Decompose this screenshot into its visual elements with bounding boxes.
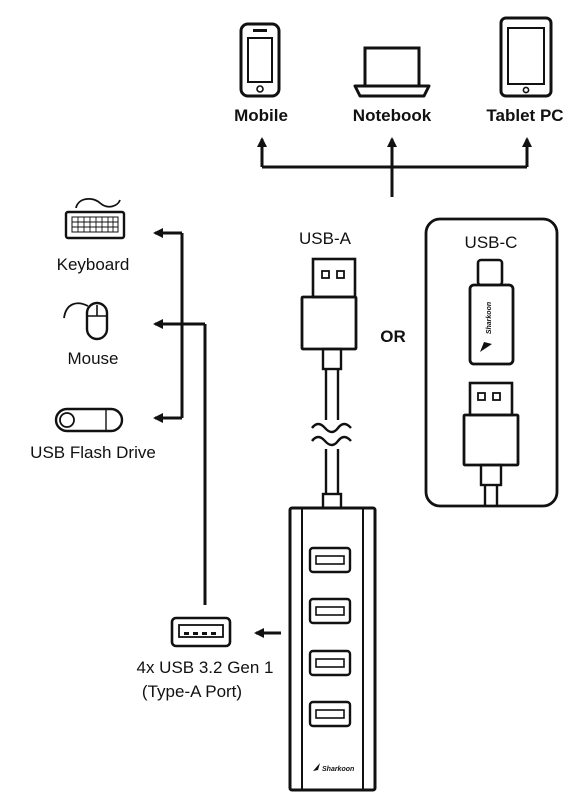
keyboard-label: Keyboard: [57, 255, 130, 274]
notebook-icon: [353, 46, 431, 98]
flash-drive-label: USB Flash Drive: [30, 443, 156, 462]
tablet-icon: [499, 16, 553, 98]
usb-hub: [288, 492, 377, 792]
mobile-label: Mobile: [234, 106, 288, 125]
port-label-line1: 4x USB 3.2 Gen 1: [136, 658, 273, 677]
hub-brand-logo: Sharkoon: [313, 763, 354, 773]
usb-c-panel: [424, 217, 559, 508]
hub-port-4: [308, 700, 352, 728]
or-label: OR: [380, 327, 406, 346]
notebook-label: Notebook: [353, 106, 432, 125]
hub-port-1: [308, 546, 352, 574]
svg-text:Sharkoon: Sharkoon: [322, 766, 354, 773]
mouse-icon: [63, 301, 109, 341]
type-a-port-icon: [170, 616, 232, 648]
adapter-brand-logo: Sharkoon: [486, 302, 493, 334]
mouse-label: Mouse: [67, 349, 118, 368]
keyboard-icon: [64, 197, 126, 240]
usb-a-label: USB-A: [299, 229, 352, 248]
hub-port-2: [308, 597, 352, 625]
mobile-icon: [239, 22, 281, 98]
usb-c-adapter: Sharkoon: [468, 258, 515, 366]
usb-a-cable: [311, 369, 352, 494]
port-label-line2: (Type-A Port): [142, 682, 242, 701]
usb-c-cable-connector: [462, 381, 520, 505]
tablet-label: Tablet PC: [486, 106, 563, 125]
usb-a-connector: [300, 257, 358, 371]
device-connection-lines: [257, 137, 532, 197]
usb-c-label: USB-C: [465, 233, 518, 252]
flash-drive-icon: [54, 407, 124, 433]
hub-port-3: [308, 649, 352, 677]
peripheral-connection-lines: [153, 228, 207, 605]
